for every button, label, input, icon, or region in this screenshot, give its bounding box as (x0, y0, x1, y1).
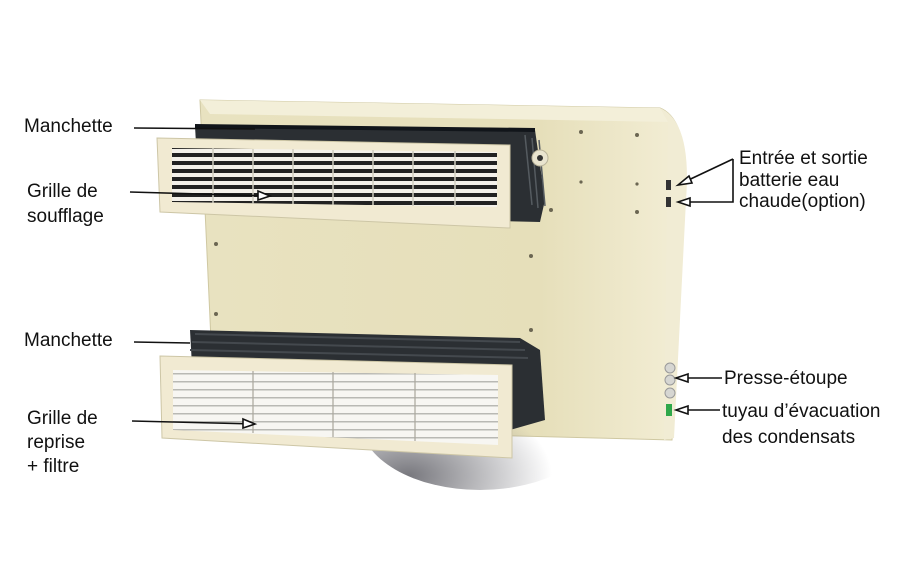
label-presse-etoupe: Presse-étoupe (724, 368, 848, 389)
label-manchette-bottom: Manchette (24, 330, 113, 351)
label-entree-sortie-3: chaude(option) (739, 191, 866, 212)
label-manchette-top: Manchette (24, 116, 113, 137)
label-grille-soufflage-2: soufflage (27, 206, 104, 227)
leader-lines (129, 127, 734, 430)
knob-center (537, 155, 543, 161)
label-evacuation-2: des condensats (722, 427, 856, 448)
side-fittings (664, 180, 676, 416)
label-entree-sortie-1: Entrée et sortie (739, 148, 868, 169)
screw-dots (214, 130, 639, 332)
label-grille-reprise-2: reprise (27, 432, 86, 453)
supply-grille (156, 137, 511, 229)
label-grille-reprise-1: Grille de (27, 408, 98, 429)
label-entree-sortie-2: batterie eau (739, 170, 840, 191)
label-grille-reprise-3: + filtre (27, 456, 80, 477)
label-grille-soufflage-1: Grille de (27, 181, 98, 202)
label-evacuation-1: tuyau d’évacuation (722, 401, 881, 422)
return-grille (159, 355, 513, 459)
